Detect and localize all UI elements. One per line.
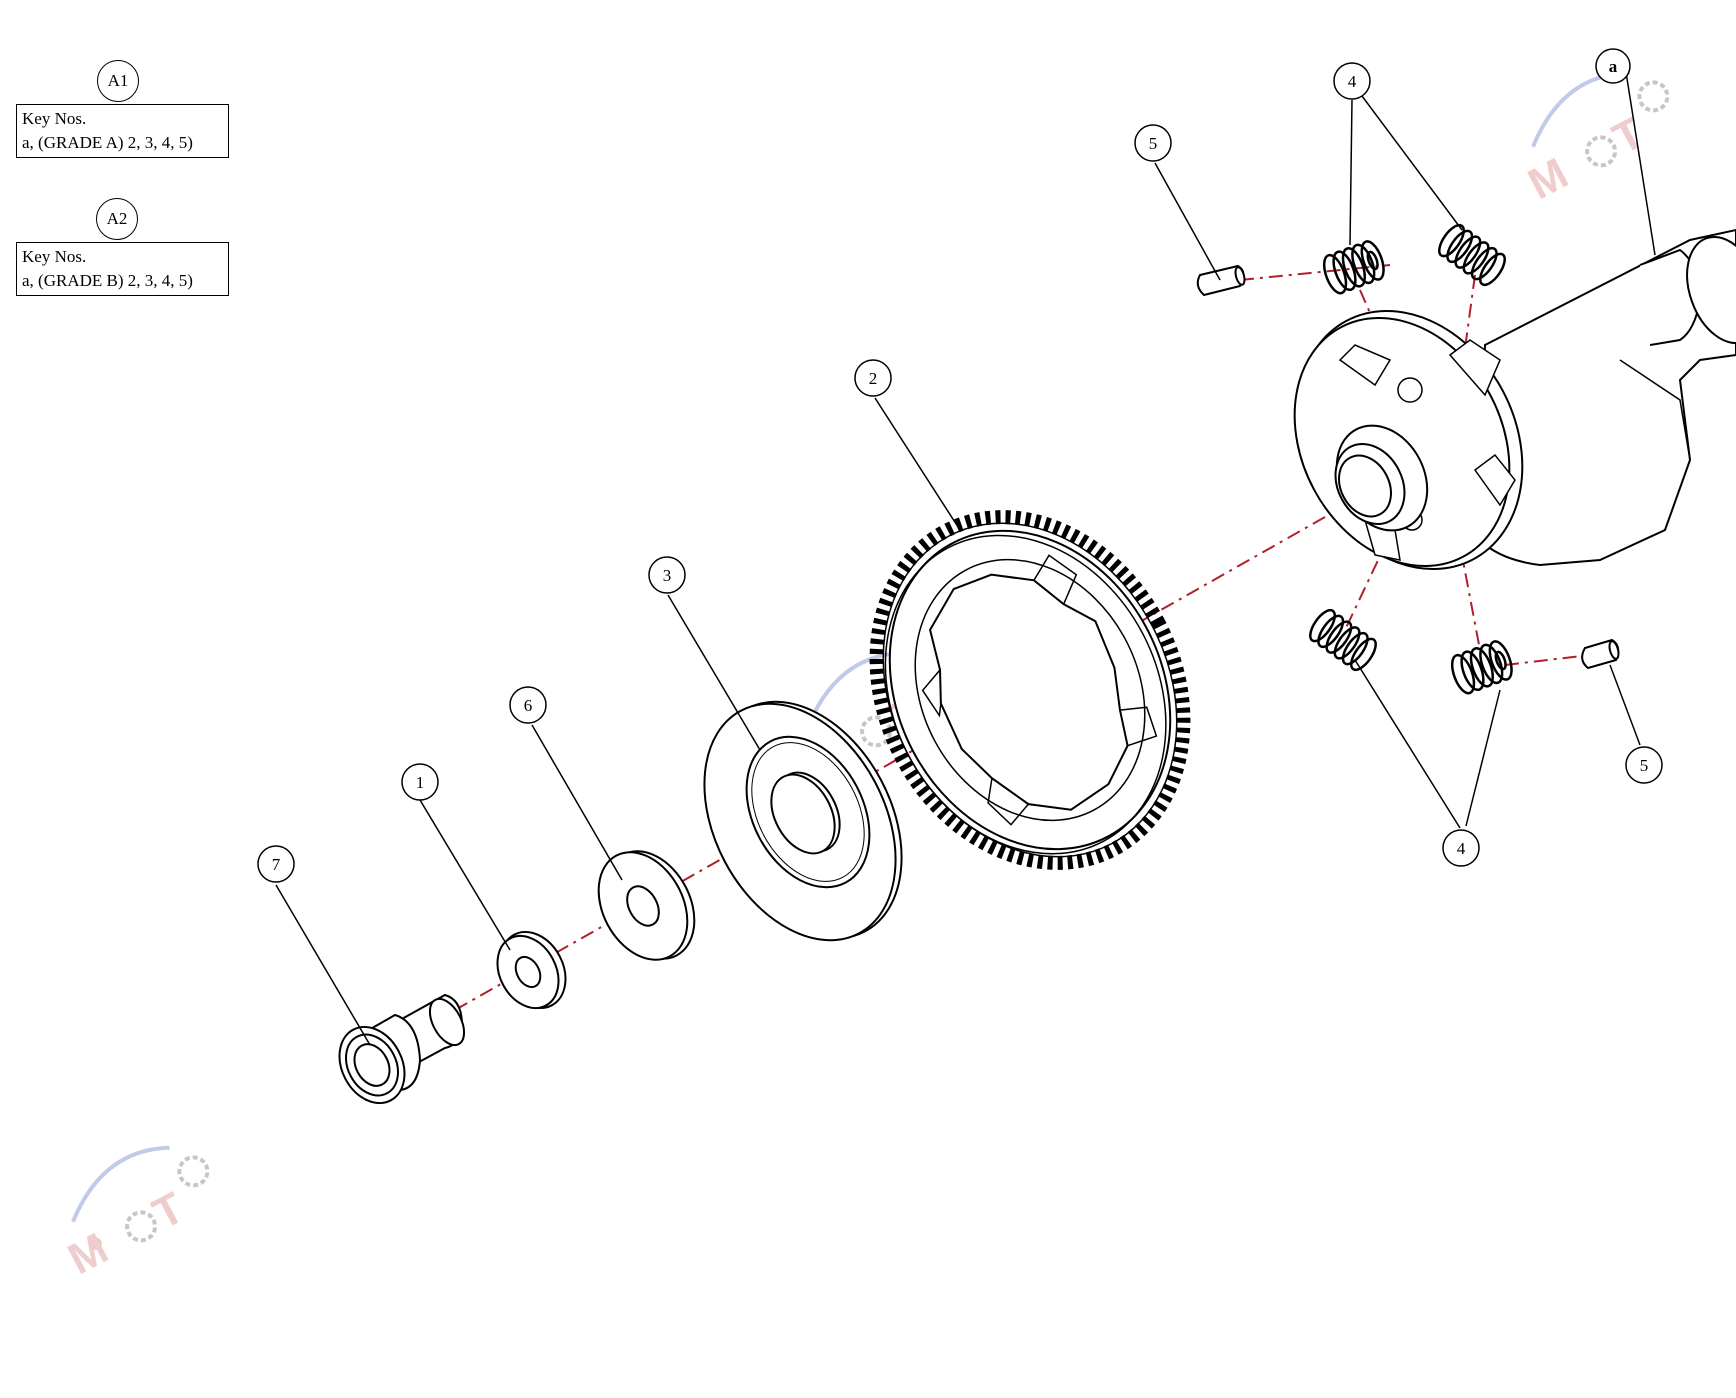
part-7-flange-bolt — [338, 993, 466, 1105]
watermark-logo-top: M T — [1520, 70, 1670, 209]
callout-1: 1 — [401, 763, 439, 801]
callout-6: 6 — [509, 686, 547, 724]
part-4-spring-upper-left — [1322, 240, 1385, 295]
key-callout-a2-label: A2 — [106, 209, 128, 228]
part-3-dished-plate — [703, 700, 903, 942]
part-6-thick-washer — [597, 850, 696, 961]
callout-4-lower-label: 4 — [1457, 839, 1466, 858]
key-callout-a1: A1 — [97, 60, 139, 102]
part-4-spring-lower-right — [1450, 640, 1513, 695]
part-2-spur-gear — [869, 510, 1191, 870]
callout-a: a — [1595, 48, 1631, 84]
callout-6-label: 6 — [524, 696, 533, 715]
callout-7: 7 — [257, 845, 295, 883]
key-callout-a2: A2 — [96, 198, 138, 240]
part-5-pin-upper — [1196, 264, 1246, 297]
callout-leader-lines — [275, 65, 1656, 1046]
svg-text:M: M — [60, 1222, 119, 1284]
callout-2-label: 2 — [869, 369, 878, 388]
part-4-spring-upper-right — [1438, 223, 1506, 287]
key-table-a2-items: a, (GRADE B) 2, 3, 4, 5) — [22, 271, 193, 290]
callout-5-lower: 5 — [1625, 746, 1663, 784]
part-a-gear-hub-assembly — [1293, 228, 1736, 570]
callout-3-label: 3 — [663, 566, 672, 585]
callout-5-upper: 5 — [1134, 124, 1172, 162]
callout-4-upper-label: 4 — [1348, 72, 1357, 91]
svg-text:M: M — [1520, 147, 1579, 209]
callout-4-upper: 4 — [1333, 62, 1371, 100]
part-4-spring-lower-left — [1309, 608, 1377, 672]
watermark-logo-bottom: M T — [60, 1145, 210, 1284]
key-table-a1: Key Nos. a, (GRADE A) 2, 3, 4, 5) — [16, 104, 229, 158]
part-1-washer — [496, 930, 567, 1010]
callout-a-label: a — [1609, 57, 1618, 76]
callout-5-upper-label: 5 — [1149, 134, 1158, 153]
key-table-a1-items: a, (GRADE A) 2, 3, 4, 5) — [22, 133, 193, 152]
callout-7-label: 7 — [272, 855, 281, 874]
key-table-a1-heading: Key Nos. — [22, 109, 87, 128]
part-5-pin-lower — [1581, 638, 1620, 670]
key-callout-a1-label: A1 — [107, 71, 129, 90]
callout-1-label: 1 — [416, 773, 425, 792]
svg-text:T: T — [145, 1183, 192, 1239]
callout-3: 3 — [648, 556, 686, 594]
callout-4-lower: 4 — [1442, 829, 1480, 867]
key-table-a2-heading: Key Nos. — [22, 247, 87, 266]
callout-2: 2 — [854, 359, 892, 397]
svg-text:T: T — [1605, 108, 1652, 164]
key-table-a2: Key Nos. a, (GRADE B) 2, 3, 4, 5) — [16, 242, 229, 296]
callout-5-lower-label: 5 — [1640, 756, 1649, 775]
